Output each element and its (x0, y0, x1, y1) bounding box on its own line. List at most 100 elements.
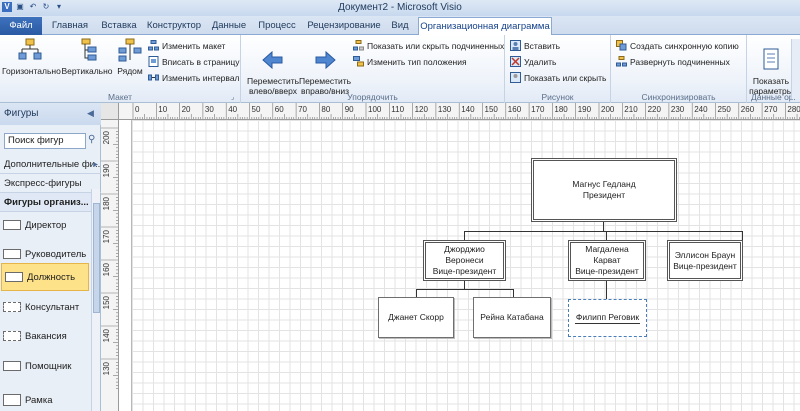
group-org-data: Показать параметры Данные орг (747, 35, 800, 103)
redo-icon[interactable]: ↻ (42, 2, 50, 11)
shape-manager[interactable]: Руководитель (0, 240, 96, 268)
org-box-president[interactable]: Магнус Гедланд Президент (531, 158, 677, 222)
connector-line (603, 222, 604, 231)
shape-position[interactable]: Должность (1, 263, 89, 291)
undo-icon[interactable]: ↶ (29, 2, 37, 11)
move-left-button[interactable]: Переместить влево/вверх (245, 38, 301, 106)
change-interval-icon (148, 74, 159, 81)
sync-copy-icon (616, 40, 627, 51)
shape-assistant[interactable]: Помощник (0, 352, 96, 380)
ruler-label: 170 (102, 229, 111, 243)
drawing-canvas[interactable]: Магнус Гедланд Президент Джорджио Вероне… (119, 120, 800, 411)
quick-shapes-label: Экспресс-фигуры (4, 178, 82, 189)
side-layout-button[interactable]: Рядом (114, 38, 146, 76)
show-hide-subordinates-button[interactable]: Показать или скрыть подчиненных (353, 40, 504, 51)
ruler-label: 250 (718, 105, 732, 114)
org-box-emp-skorr[interactable]: Джанет Скорр (378, 297, 454, 338)
tab-org-chart[interactable]: Организационная диаграмма (418, 17, 552, 35)
expand-subordinates-button[interactable]: Развернуть подчиненных (616, 56, 730, 67)
ruler-label: 70 (298, 105, 307, 114)
quick-shapes-row[interactable]: Экспресс-фигуры (0, 174, 101, 193)
manager-label: Руководитель (25, 248, 87, 260)
more-shapes-row[interactable]: Дополнительные фи...▸ (0, 155, 101, 174)
ruler-label: 160 (508, 105, 522, 114)
tab-view[interactable]: Вид (391, 20, 409, 31)
change-layout-icon (148, 40, 159, 51)
show-hide-picture-icon (510, 72, 521, 83)
shapes-pane-title-text: Фигуры (4, 108, 39, 119)
org-box-vp-brown[interactable]: Эллисон Браун Вице-президент (667, 240, 743, 281)
window-title: Документ2 - Microsoft Visio (338, 2, 462, 13)
connector-line (606, 231, 607, 240)
shape-search-input[interactable]: Поиск фигур (4, 133, 86, 149)
more-shapes-label: Дополнительные фи... (4, 159, 101, 170)
org-box-vp-veronesi[interactable]: Джорджио Веронеси Вице-президент (423, 240, 506, 281)
connector-line (606, 281, 607, 299)
expand-subordinates-label: Развернуть подчиненных (630, 56, 730, 67)
ruler-label: 130 (102, 361, 111, 375)
vacancy-label: Вакансия (25, 330, 67, 342)
ruler-label: 160 (102, 262, 111, 276)
shape-director[interactable]: Директор (0, 211, 96, 239)
connector-line (416, 289, 417, 297)
shapes-scroll-thumb[interactable] (93, 203, 100, 313)
show-hide-picture-button[interactable]: Показать или скрыть (510, 72, 606, 83)
tab-home[interactable]: Главная (51, 20, 89, 31)
qat-dropdown-icon[interactable]: ▾ (56, 2, 61, 11)
vertical-layout-button[interactable]: Вертикально (60, 38, 114, 76)
connector-line (464, 281, 465, 289)
position-stencil-icon (5, 272, 23, 282)
horizontal-layout-icon (18, 38, 42, 60)
tab-design[interactable]: Конструктор (146, 20, 202, 31)
emp2-name: Рейна Катабана (480, 312, 544, 322)
change-interval-button[interactable]: Изменить интервал (148, 72, 240, 83)
save-icon[interactable]: ▣ (16, 2, 24, 11)
vertical-layout-icon (81, 38, 97, 61)
vp2-name: Магдалена Карват (585, 244, 629, 265)
horizontal-layout-button[interactable]: Горизонтально (2, 38, 61, 76)
shape-vacancy[interactable]: Вакансия (0, 322, 96, 350)
create-sync-copy-button[interactable]: Создать синхронную копию (616, 40, 739, 51)
show-hide-picture-label: Показать или скрыть (524, 72, 607, 83)
stencil-org-shapes[interactable]: Фигуры организ... (0, 193, 91, 212)
ruler-label: 230 (671, 105, 685, 114)
insert-picture-button[interactable]: Вставить (510, 40, 560, 51)
delete-picture-button[interactable]: Удалить (510, 56, 556, 67)
tab-review[interactable]: Рецензирование (307, 20, 381, 31)
ruler-label: 200 (102, 130, 111, 144)
ruler-label: 130 (438, 105, 452, 114)
shape-consultant[interactable]: Консультант (0, 293, 96, 321)
consultant-label: Консультант (25, 301, 80, 313)
tab-process[interactable]: Процесс (258, 20, 296, 31)
shape-search-value: Поиск фигур (8, 135, 64, 146)
collapse-pane-icon[interactable]: ◀ (87, 108, 94, 118)
tab-file[interactable]: Файл (0, 17, 42, 35)
ribbon-scroll[interactable] (791, 39, 800, 99)
tab-data[interactable]: Данные (211, 20, 247, 31)
ruler-label: 190 (102, 163, 111, 177)
shapes-scrollbar[interactable] (91, 189, 100, 411)
frame-label: Рамка (25, 394, 53, 406)
emp3-name-editing[interactable]: Филипп Реговик (574, 312, 641, 324)
shape-frame[interactable]: Рамка (0, 386, 96, 411)
expand-subordinates-icon (616, 56, 627, 67)
ruler-label: 90 (345, 105, 354, 114)
org-box-emp-katabana[interactable]: Рейна Катабана (473, 297, 551, 338)
ruler-label: 20 (182, 105, 191, 114)
show-params-button[interactable]: Показать параметры (747, 38, 795, 106)
move-right-button[interactable]: Переместить вправо/вниз (297, 38, 353, 106)
search-icon[interactable]: ⚲ (88, 134, 96, 145)
fit-page-button[interactable]: Вписать в страницу (148, 56, 240, 67)
ruler-label: 10 (158, 105, 167, 114)
insert-picture-label: Вставить (524, 40, 561, 51)
org-box-vp-karvat[interactable]: Магдалена Карват Вице-президент (568, 240, 646, 281)
change-layout-button[interactable]: Изменить макет (148, 40, 225, 51)
org-box-emp-regovik[interactable]: Филипп Реговик (568, 299, 647, 337)
change-position-type-button[interactable]: Изменить тип положения (353, 56, 467, 67)
sync-group-label: Синхронизировать (641, 92, 716, 102)
layout-dialog-launcher-icon[interactable]: ⌟ (231, 94, 235, 101)
tab-insert[interactable]: Вставка (101, 20, 137, 31)
ruler-label: 80 (321, 105, 330, 114)
show-hide-subordinates-icon (353, 40, 364, 51)
